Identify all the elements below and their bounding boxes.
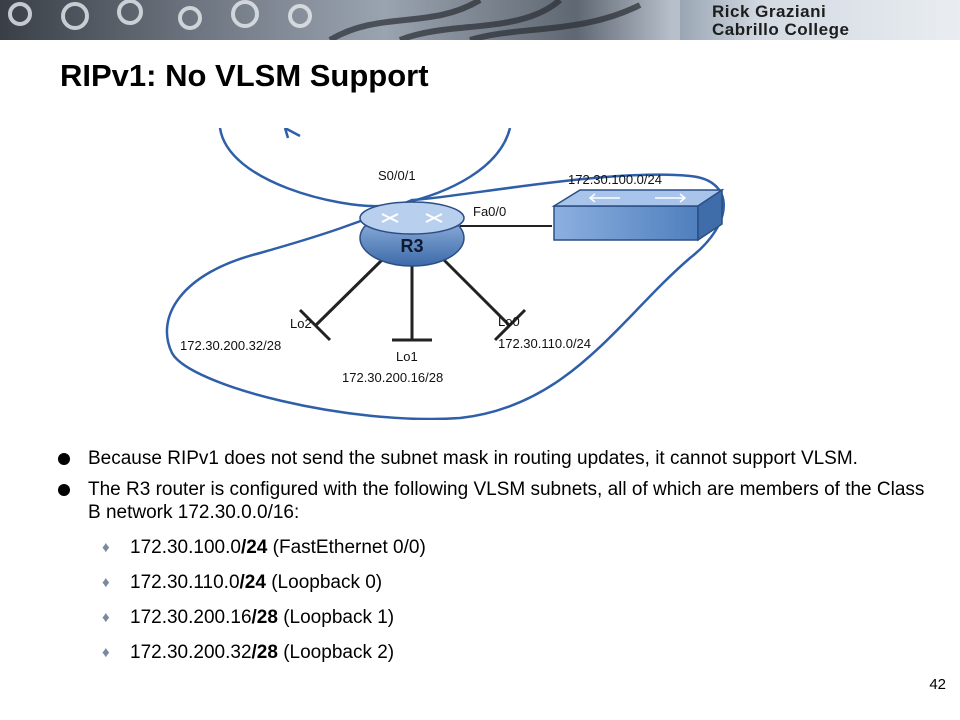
sub-bullet-icon: ♦ <box>102 574 110 591</box>
s0-interface-label: S0/0/1 <box>378 168 416 183</box>
subnet-interface: (Loopback 2) <box>283 642 395 663</box>
subnet-network: 172.30.200.32 <box>130 642 252 663</box>
lo2-network-label: 172.30.200.32/28 <box>180 338 281 353</box>
bullet-dot-icon <box>58 484 70 496</box>
subnet-interface: (FastEthernet 0/0) <box>272 537 426 558</box>
bullet-text: The R3 router is configured with the fol… <box>88 479 925 523</box>
sub-bullet-icon: ♦ <box>102 609 110 626</box>
page-number: 42 <box>929 676 946 693</box>
lo0-network-label: 172.30.110.0/24 <box>498 336 591 351</box>
subnet-item: ♦ 172.30.100.0/24 (FastEthernet 0/0) <box>58 536 928 559</box>
bullet-dot-icon <box>58 453 70 465</box>
brand-name: Rick Graziani <box>712 2 827 21</box>
switch-icon <box>551 188 725 242</box>
subnet-network: 172.30.200.16 <box>130 607 252 628</box>
slide-title: RIPv1: No VLSM Support <box>60 58 429 93</box>
arrow-fragment <box>283 126 301 139</box>
bullet-item: Because RIPv1 does not send the subnet m… <box>58 447 928 470</box>
router-r3-icon <box>359 201 465 267</box>
lo1-network-label: 172.30.200.16/28 <box>342 370 443 385</box>
lo2-label: Lo2 <box>290 316 312 331</box>
sub-bullet-icon: ♦ <box>102 539 110 556</box>
network-boundary-loop <box>165 173 725 421</box>
subnet-mask: /28 <box>251 607 278 628</box>
subnet-interface: (Loopback 1) <box>283 607 395 628</box>
fa-network-label: 172.30.100.0/24 <box>568 172 662 187</box>
subnet-mask: /24 <box>240 537 268 558</box>
upper-loop-left <box>218 127 381 208</box>
subnet-mask: /28 <box>251 642 278 663</box>
lo0-label: Lo0 <box>498 314 520 329</box>
brand-college: Cabrillo College <box>712 20 850 39</box>
subnet-mask: /24 <box>239 572 266 593</box>
subnet-item: ♦ 172.30.200.16/28 (Loopback 1) <box>58 606 928 629</box>
sub-bullet-icon: ♦ <box>102 644 110 661</box>
network-diagram: S0/0/1 Fa0/0 172.30.100.0/24 R3 Lo0 172.… <box>150 126 750 421</box>
fa-interface-label: Fa0/0 <box>473 204 506 219</box>
lo1-label: Lo1 <box>396 349 418 364</box>
router-name-label: R3 <box>400 236 423 256</box>
subnet-network: 172.30.100.0 <box>130 537 241 558</box>
bullet-list: Because RIPv1 does not send the subnet m… <box>58 447 928 676</box>
bullet-text: Because RIPv1 does not send the subnet m… <box>88 448 858 469</box>
subnet-network: 172.30.110.0 <box>130 572 240 593</box>
bullet-item: The R3 router is configured with the fol… <box>58 478 928 524</box>
slide-header-banner: Rick Graziani Cabrillo College <box>0 0 960 40</box>
upper-loop-right <box>399 127 512 206</box>
subnet-item: ♦ 172.30.200.32/28 (Loopback 2) <box>58 641 928 664</box>
subnet-interface: (Loopback 0) <box>271 572 383 593</box>
subnet-item: ♦ 172.30.110.0/24 (Loopback 0) <box>58 571 928 594</box>
branding-block: Rick Graziani Cabrillo College <box>680 0 960 40</box>
